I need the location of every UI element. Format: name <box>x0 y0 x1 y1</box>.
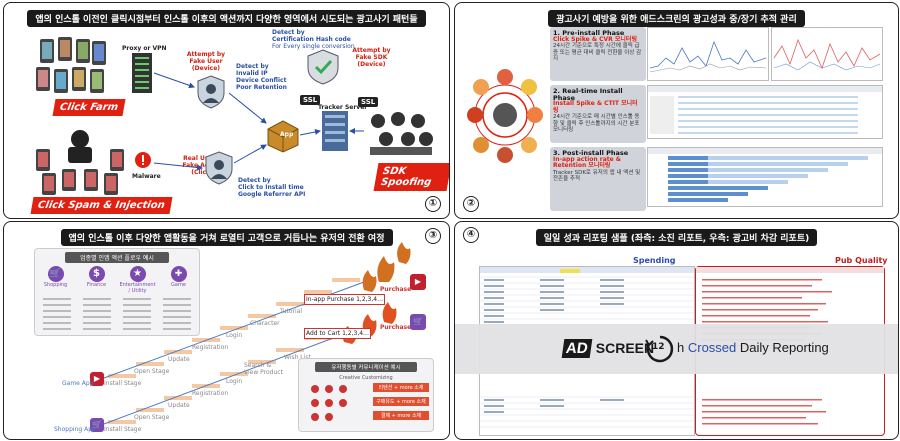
app-box-icon <box>267 120 299 153</box>
stage-update-shop: Update <box>168 402 190 409</box>
click-spike-chart-2 <box>771 27 883 81</box>
category-game: ✚ Game <box>160 266 198 294</box>
logo-ad: AD <box>561 339 593 358</box>
shield-user-icon <box>197 75 225 109</box>
shopping-app-label: Shopping App <box>54 426 96 433</box>
inapp-purchase-label: In-app Purchase 1,2,3,4… <box>304 294 386 305</box>
phase-pre-install: 1. Pre-install Phase Click Spike & CVR 모… <box>550 27 646 81</box>
category-finance: $ Finance <box>86 266 107 288</box>
pub-quality-label: Pub Quality <box>835 256 888 265</box>
category-entertainment: ★ Entertainment / Utility <box>119 266 156 294</box>
phase-post-install: 3. Post-install Phase In-app action rate… <box>550 147 646 211</box>
panel-number: ④ <box>463 227 479 243</box>
panel-title: 앱의 인스톨 이후 다양한 앱활동을 거쳐 로열티 고객으로 거듭나는 유저의 … <box>60 229 393 246</box>
customizing-card: 유저행동별 커뮤니케이션 예시 Creative Customizing 리텐션… <box>298 358 434 432</box>
star-icon: ★ <box>129 266 146 282</box>
stage-login-game: Login <box>226 332 243 339</box>
category-card-title: 업종별 인앱 액션 플로우 예시 <box>65 252 169 263</box>
stage-tutorial: Tutorial <box>280 308 303 315</box>
proxy-label: Proxy or VPN <box>122 45 167 52</box>
warning-sign-icon <box>135 152 151 168</box>
phones-cluster-icon <box>36 37 106 93</box>
customizing-sub: Creative Customizing <box>339 375 393 381</box>
panel-fraud-patterns: 앱의 인스톨 이전인 클릭시점부터 인스톨 이후의 액션까지 다양한 영역에서 … <box>3 2 450 219</box>
shop-purchase-icon: 🛒 <box>410 314 426 330</box>
spending-label: Spending <box>633 256 676 265</box>
panel-title: 일일 성과 리포팅 샘플 (좌측: 소진 리포트, 우측: 광고비 차감 리포트… <box>535 229 818 246</box>
reporting-text: h Crossed Daily Reporting <box>677 340 829 355</box>
customizing-title: 유저행동별 커뮤니케이션 예시 <box>315 362 417 372</box>
panel-number: ① <box>425 196 441 212</box>
people-icons <box>311 385 347 421</box>
phase-real-time-install: 2. Real-time Install Phase Install Spike… <box>550 85 646 143</box>
dollar-icon: $ <box>88 266 105 282</box>
panel-number: ③ <box>425 228 441 244</box>
game-app-icon: ▶ <box>90 372 104 386</box>
stage-search: Search & View Product <box>244 362 283 376</box>
panel-fraud-tracking: 광고사기 예방을 위한 애드스크린의 광고성과 중/장기 추적 관리 ② 1. … <box>454 2 899 219</box>
panel-daily-report: 일일 성과 리포팅 샘플 (좌측: 소진 리포트, 우측: 광고비 차감 리포트… <box>454 221 899 440</box>
flow-arrows <box>153 72 364 171</box>
stage-character: Character <box>250 320 280 327</box>
users-network-icon <box>467 69 543 163</box>
crossed-word: Crossed <box>687 340 737 355</box>
tracker-label: Tracker Server <box>318 104 368 111</box>
stage-update-game: Update <box>168 356 190 363</box>
malware-label: Malware <box>132 173 161 180</box>
brand-band: AD SCREEN 12 h Crossed Daily Reporting <box>455 324 898 374</box>
ssl-badge-right: SSL <box>358 97 379 107</box>
tracker-server-icon <box>322 111 348 151</box>
daily-word: Daily Reporting <box>739 340 829 355</box>
stage-wish: Wish List <box>284 354 311 361</box>
purchase-label-shop: Purchase <box>380 324 412 331</box>
click-spike-chart-1 <box>647 27 769 81</box>
add-cart-label: Add to Cart 1,2,3,4… <box>304 328 372 339</box>
clock-number: 12 <box>652 342 665 352</box>
clock-icon <box>645 335 674 363</box>
shopping-app-icon: 🛒 <box>90 418 104 432</box>
cart-icon: 🛒 <box>47 266 64 282</box>
panel-title: 앱의 인스톨 이전인 클릭시점부터 인스톨 이후의 액션까지 다양한 영역에서 … <box>27 10 426 27</box>
panel-user-journey: 앱의 인스톨 이후 다양한 앱활동을 거쳐 로열티 고객으로 거듭나는 유저의 … <box>3 221 450 440</box>
stage-login-shop: Login <box>226 378 243 385</box>
app-label: App <box>280 131 294 138</box>
custom-item-2: 구매유도 + more 소재 <box>373 397 429 406</box>
hacker-devices-icon <box>36 130 124 195</box>
stage-open-shop: Open Stage <box>134 414 170 421</box>
ssl-badge: SSL <box>300 95 321 105</box>
journey-stairs <box>103 242 411 425</box>
shield-check-icon <box>307 49 339 85</box>
category-shopping: 🛒 Shopping <box>37 266 75 294</box>
custom-item-1: 리텐션 + more 소재 <box>373 383 429 392</box>
panel-number: ② <box>463 196 479 212</box>
logo-screen: SCREEN <box>595 340 655 356</box>
retention-table <box>647 147 883 207</box>
category-card: 업종별 인앱 액션 플로우 예시 🛒 Shopping $ Finance ★ … <box>34 248 200 336</box>
game-app-label: Game App <box>62 380 94 387</box>
server-rack-icon <box>132 53 152 93</box>
stage-open-game: Open Stage <box>134 368 170 375</box>
puzzle-icon: ✚ <box>170 266 187 282</box>
game-purchase-icon: ▶ <box>410 274 426 290</box>
adscreen-logo: AD SCREEN <box>561 338 655 358</box>
stage-registration-shop: Registration <box>192 390 229 397</box>
install-table <box>647 85 883 139</box>
hackers-cluster-icon <box>370 112 433 155</box>
stage-install-game: Install Stage <box>104 380 142 387</box>
stage-registration-game: Registration <box>192 344 229 351</box>
custom-item-3: 결제 + more 소재 <box>373 411 429 420</box>
panel-title: 광고사기 예방을 위한 애드스크린의 광고성과 중/장기 추적 관리 <box>548 10 805 27</box>
purchase-label-game: Purchase <box>380 286 412 293</box>
shield-user-icon-2 <box>205 151 233 185</box>
stage-install-shop: Install Stage <box>104 426 142 433</box>
